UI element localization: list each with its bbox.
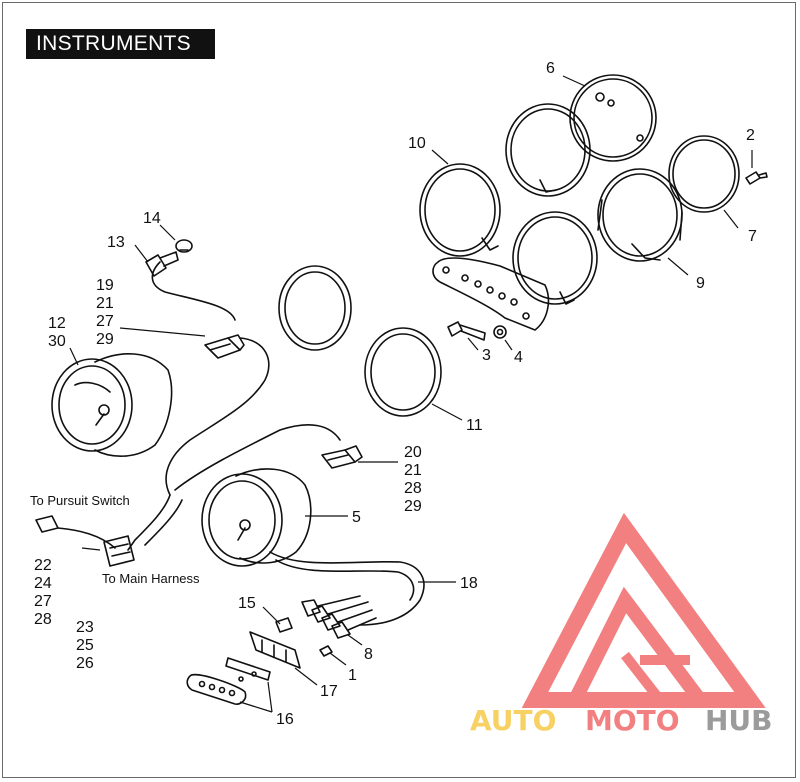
callout-20: 20 [404,444,422,461]
mounting-bracket [432,257,550,331]
callout-10: 10 [408,135,426,152]
part-3-bolt [447,321,486,341]
part-9-cup-housing [597,168,683,262]
callout-13: 13 [107,234,125,251]
connector-pursuit-switch [35,515,59,533]
page-title: INSTRUMENTS [26,29,215,59]
callout-22: 22 [34,557,52,574]
callout-23: 23 [76,619,94,636]
wiring-harness [57,261,425,626]
watermark-text-hub: HUB [705,704,773,737]
callout-18: 18 [460,575,478,592]
part-10-gauge-cup [419,163,501,257]
callout-5: 5 [352,509,361,526]
part-12-left-gauge [51,353,173,457]
connector-main-harness [103,535,135,567]
callout-9: 9 [696,275,705,292]
callout-27b: 27 [34,593,52,610]
watermark-triangle-outer [521,512,766,708]
callout-29: 29 [96,331,114,348]
callout-21b: 21 [404,462,422,479]
part-1-screw [319,645,333,657]
callout-8: 8 [364,646,373,663]
callout-1: 1 [348,667,357,684]
part-middle-cup-housing [512,211,598,305]
callout-11: 11 [466,417,483,434]
callout-3: 3 [482,347,491,364]
watermark-text-auto: AUTO [470,704,556,737]
callout-2: 2 [746,127,755,144]
part-2-screw [745,171,768,185]
connector-upper [204,334,245,359]
part-13-switch [145,251,179,277]
callout-4: 4 [514,349,523,366]
callout-27: 27 [96,313,114,330]
part-14-cap [175,239,193,253]
automotohub-watermark: AUTO MOTO HUB [470,512,773,737]
watermark-triangle-inner [568,586,706,705]
callout-21: 21 [96,295,114,312]
part-11-bezel-rings [278,265,442,417]
part-5-main-gauge [201,468,312,567]
callout-28: 28 [404,480,422,497]
note-pursuit-switch: To Pursuit Switch [30,493,130,508]
callout-26: 26 [76,655,94,672]
note-main-harness: To Main Harness [102,571,200,586]
part-17-indicator-housing [249,631,301,669]
part-15-bulb [275,617,293,633]
callout-7: 7 [748,228,757,245]
callout-19: 19 [96,277,114,294]
leader-lines [69,75,753,713]
connector-right [321,445,363,469]
part-upper-cup-housing [505,103,591,197]
callout-6: 6 [546,60,555,77]
watermark-text-moto: MOTO [585,704,680,737]
part-8-bulb-sockets [301,595,377,639]
part-7-gasket [668,135,740,213]
callout-16: 16 [276,711,294,728]
callout-17: 17 [320,683,338,700]
callout-15: 15 [238,595,256,612]
callout-24: 24 [34,575,52,592]
callout-28b: 28 [34,611,52,628]
callout-14: 14 [143,210,161,227]
callout-labels: 6 2 7 9 10 14 13 19 21 27 29 12 30 3 4 1… [30,60,757,728]
callout-30: 30 [48,333,66,350]
part-16-lens-strips [186,657,271,705]
callout-25: 25 [76,637,94,654]
part-4-washer [493,325,507,339]
watermark-m-shape [621,651,690,704]
callout-12: 12 [48,315,66,332]
callout-29b: 29 [404,498,422,515]
part-6-cover-plate [569,74,657,162]
